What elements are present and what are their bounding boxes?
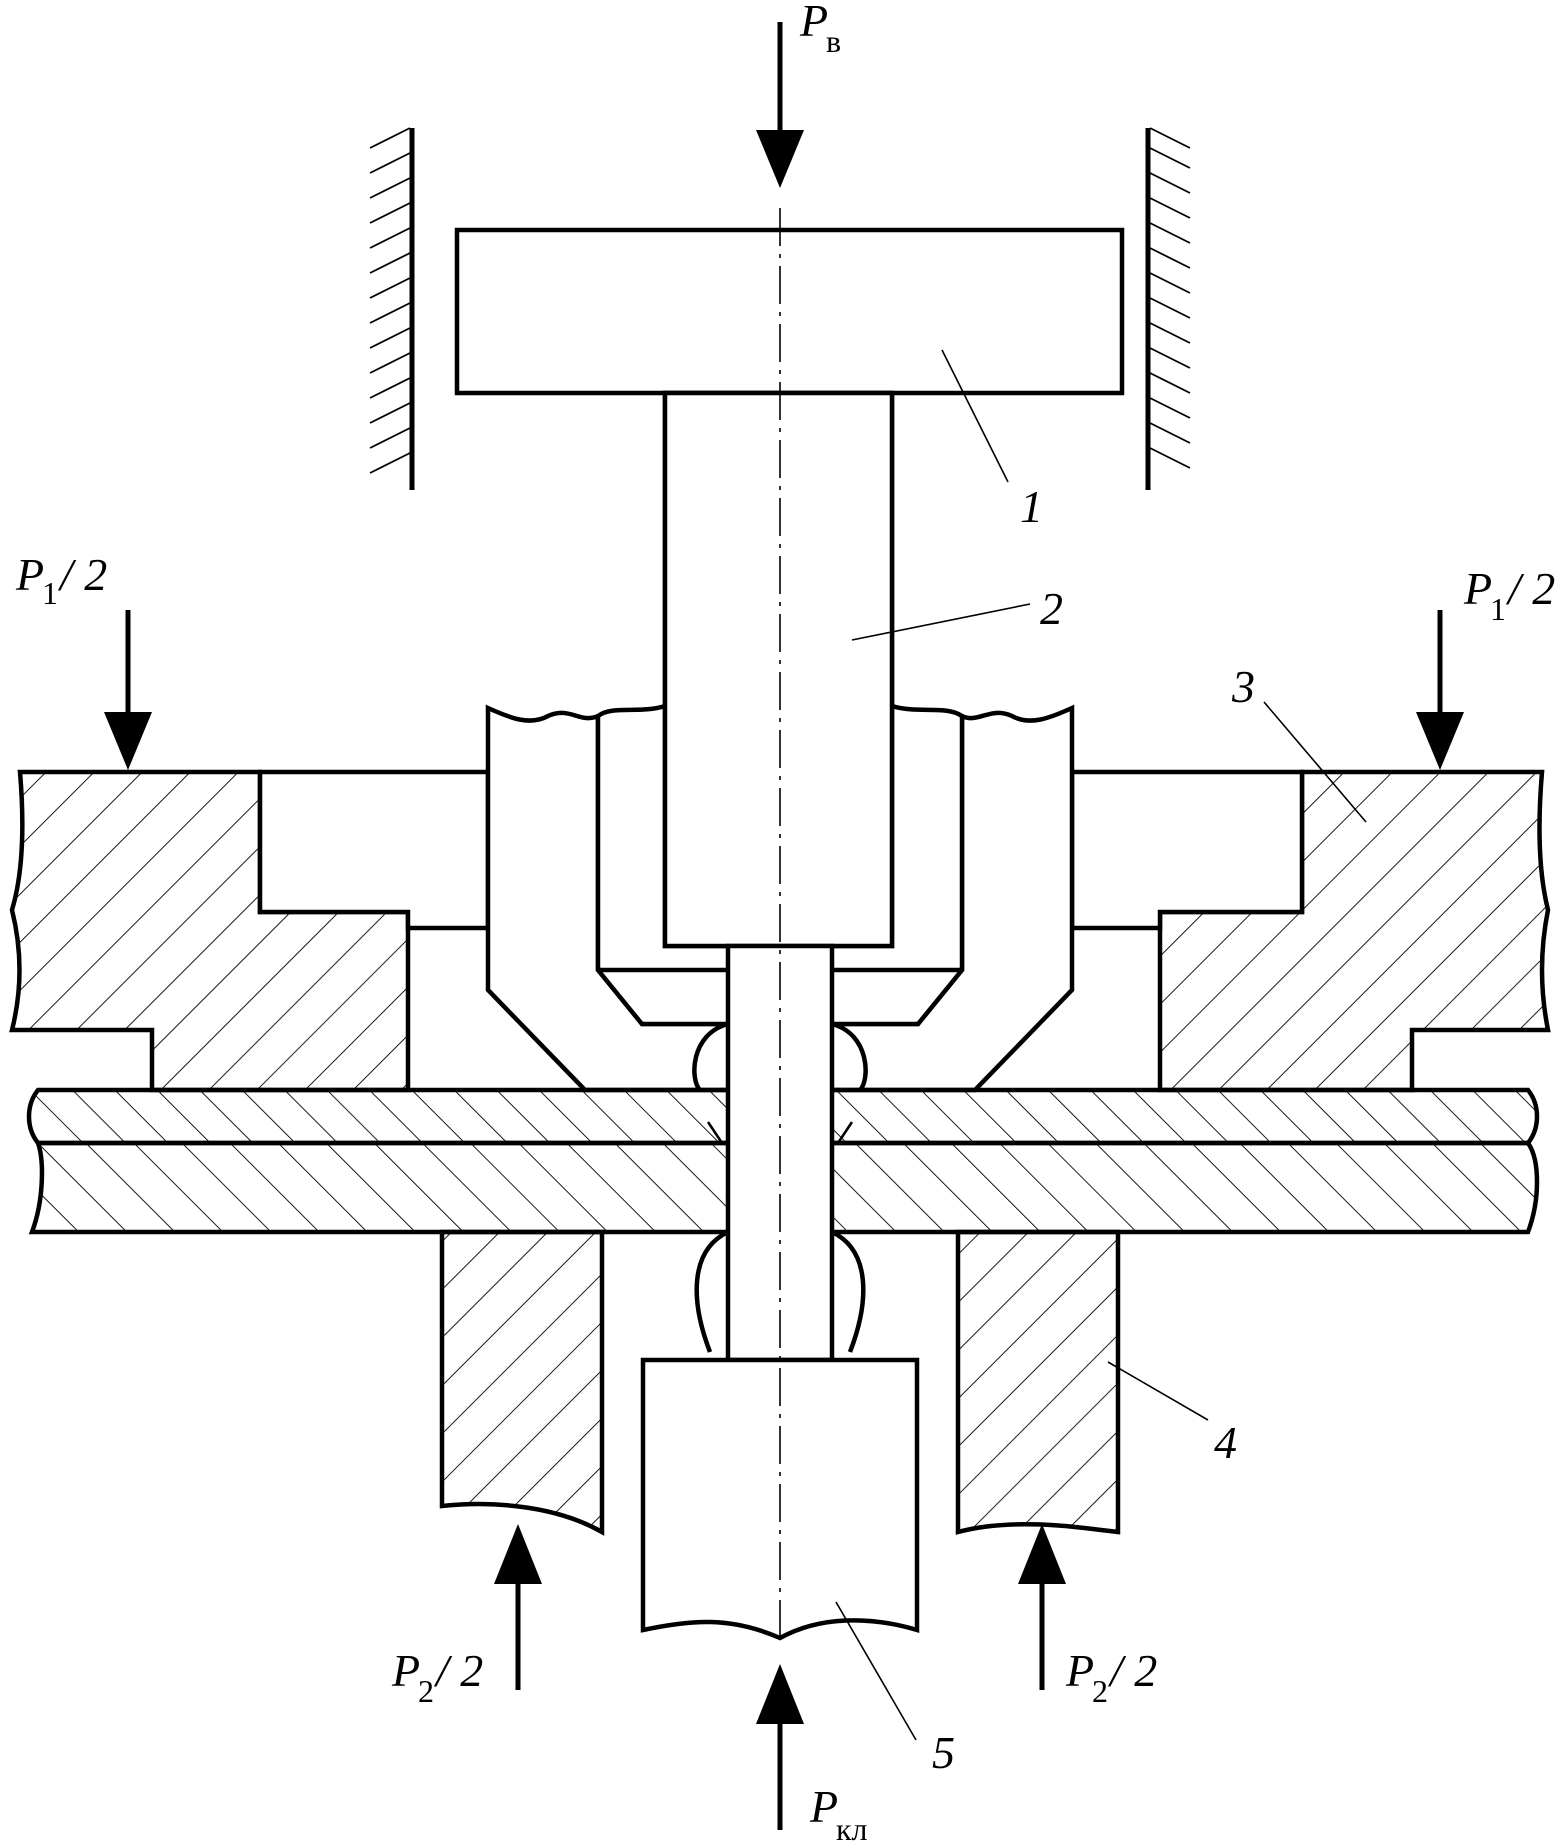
label-force-top: P в — [799, 0, 841, 59]
arrow-top — [756, 22, 804, 188]
leader-1 — [941, 349, 1009, 483]
part-label-2: 2 — [1040, 583, 1063, 634]
rivet-head-lower — [694, 1229, 866, 1353]
arrow-right-bottom — [1018, 1524, 1066, 1690]
label-force-left-bottom: P 2 / 2 — [391, 1645, 483, 1709]
force-right-top-subscript: 1 — [1490, 591, 1506, 627]
force-right-bottom-symbol: P — [1065, 1645, 1094, 1696]
left-wall — [369, 127, 415, 490]
arrow-left-top — [104, 610, 152, 770]
force-left-top-tail: / 2 — [57, 549, 107, 600]
force-left-bottom-subscript: 2 — [418, 1673, 434, 1709]
force-right-bottom-subscript: 2 — [1092, 1673, 1108, 1709]
clamp-plate-left — [9, 769, 411, 1093]
arrow-right-top — [1416, 610, 1464, 770]
clamp-plate-right — [1157, 769, 1551, 1093]
support-die-left — [439, 1229, 605, 1536]
force-top-subscript: в — [826, 23, 841, 59]
force-right-top-symbol: P — [1463, 563, 1492, 614]
force-left-top-symbol: P — [15, 549, 44, 600]
stem-overlay — [662, 390, 895, 949]
rivet-head-upper — [692, 1021, 868, 1092]
leader-2 — [851, 603, 1031, 641]
arrow-left-bottom — [494, 1524, 542, 1690]
part-label-4: 4 — [1214, 1417, 1237, 1468]
label-force-right-bottom: P 2 / 2 — [1065, 1645, 1157, 1709]
leader-4 — [1107, 1361, 1209, 1421]
arrow-bottom — [756, 1664, 804, 1830]
clamp-step-right — [1069, 769, 1305, 931]
clamp-step-left — [257, 769, 491, 931]
force-left-top-subscript: 1 — [42, 575, 58, 611]
part-label-5: 5 — [932, 1727, 955, 1778]
force-left-bottom-symbol: P — [391, 1645, 420, 1696]
force-top-symbol: P — [799, 0, 828, 46]
part-label-3: 3 — [1231, 661, 1255, 712]
label-force-bottom: P кл — [809, 1781, 868, 1846]
part-label-1: 1 — [1020, 481, 1043, 532]
support-die-right — [955, 1229, 1121, 1535]
force-bottom-symbol: P — [809, 1781, 838, 1832]
punch-head — [454, 227, 1125, 396]
leader-3 — [1263, 701, 1367, 823]
force-bottom-subscript: кл — [836, 1811, 868, 1846]
label-force-right-top: P 1 / 2 — [1463, 563, 1555, 627]
force-left-bottom-tail: / 2 — [433, 1645, 483, 1696]
force-right-top-tail: / 2 — [1505, 563, 1555, 614]
right-wall — [1145, 127, 1191, 490]
leader-5 — [835, 1601, 917, 1741]
force-right-bottom-tail: / 2 — [1107, 1645, 1157, 1696]
label-force-left-top: P 1 / 2 — [15, 549, 107, 611]
